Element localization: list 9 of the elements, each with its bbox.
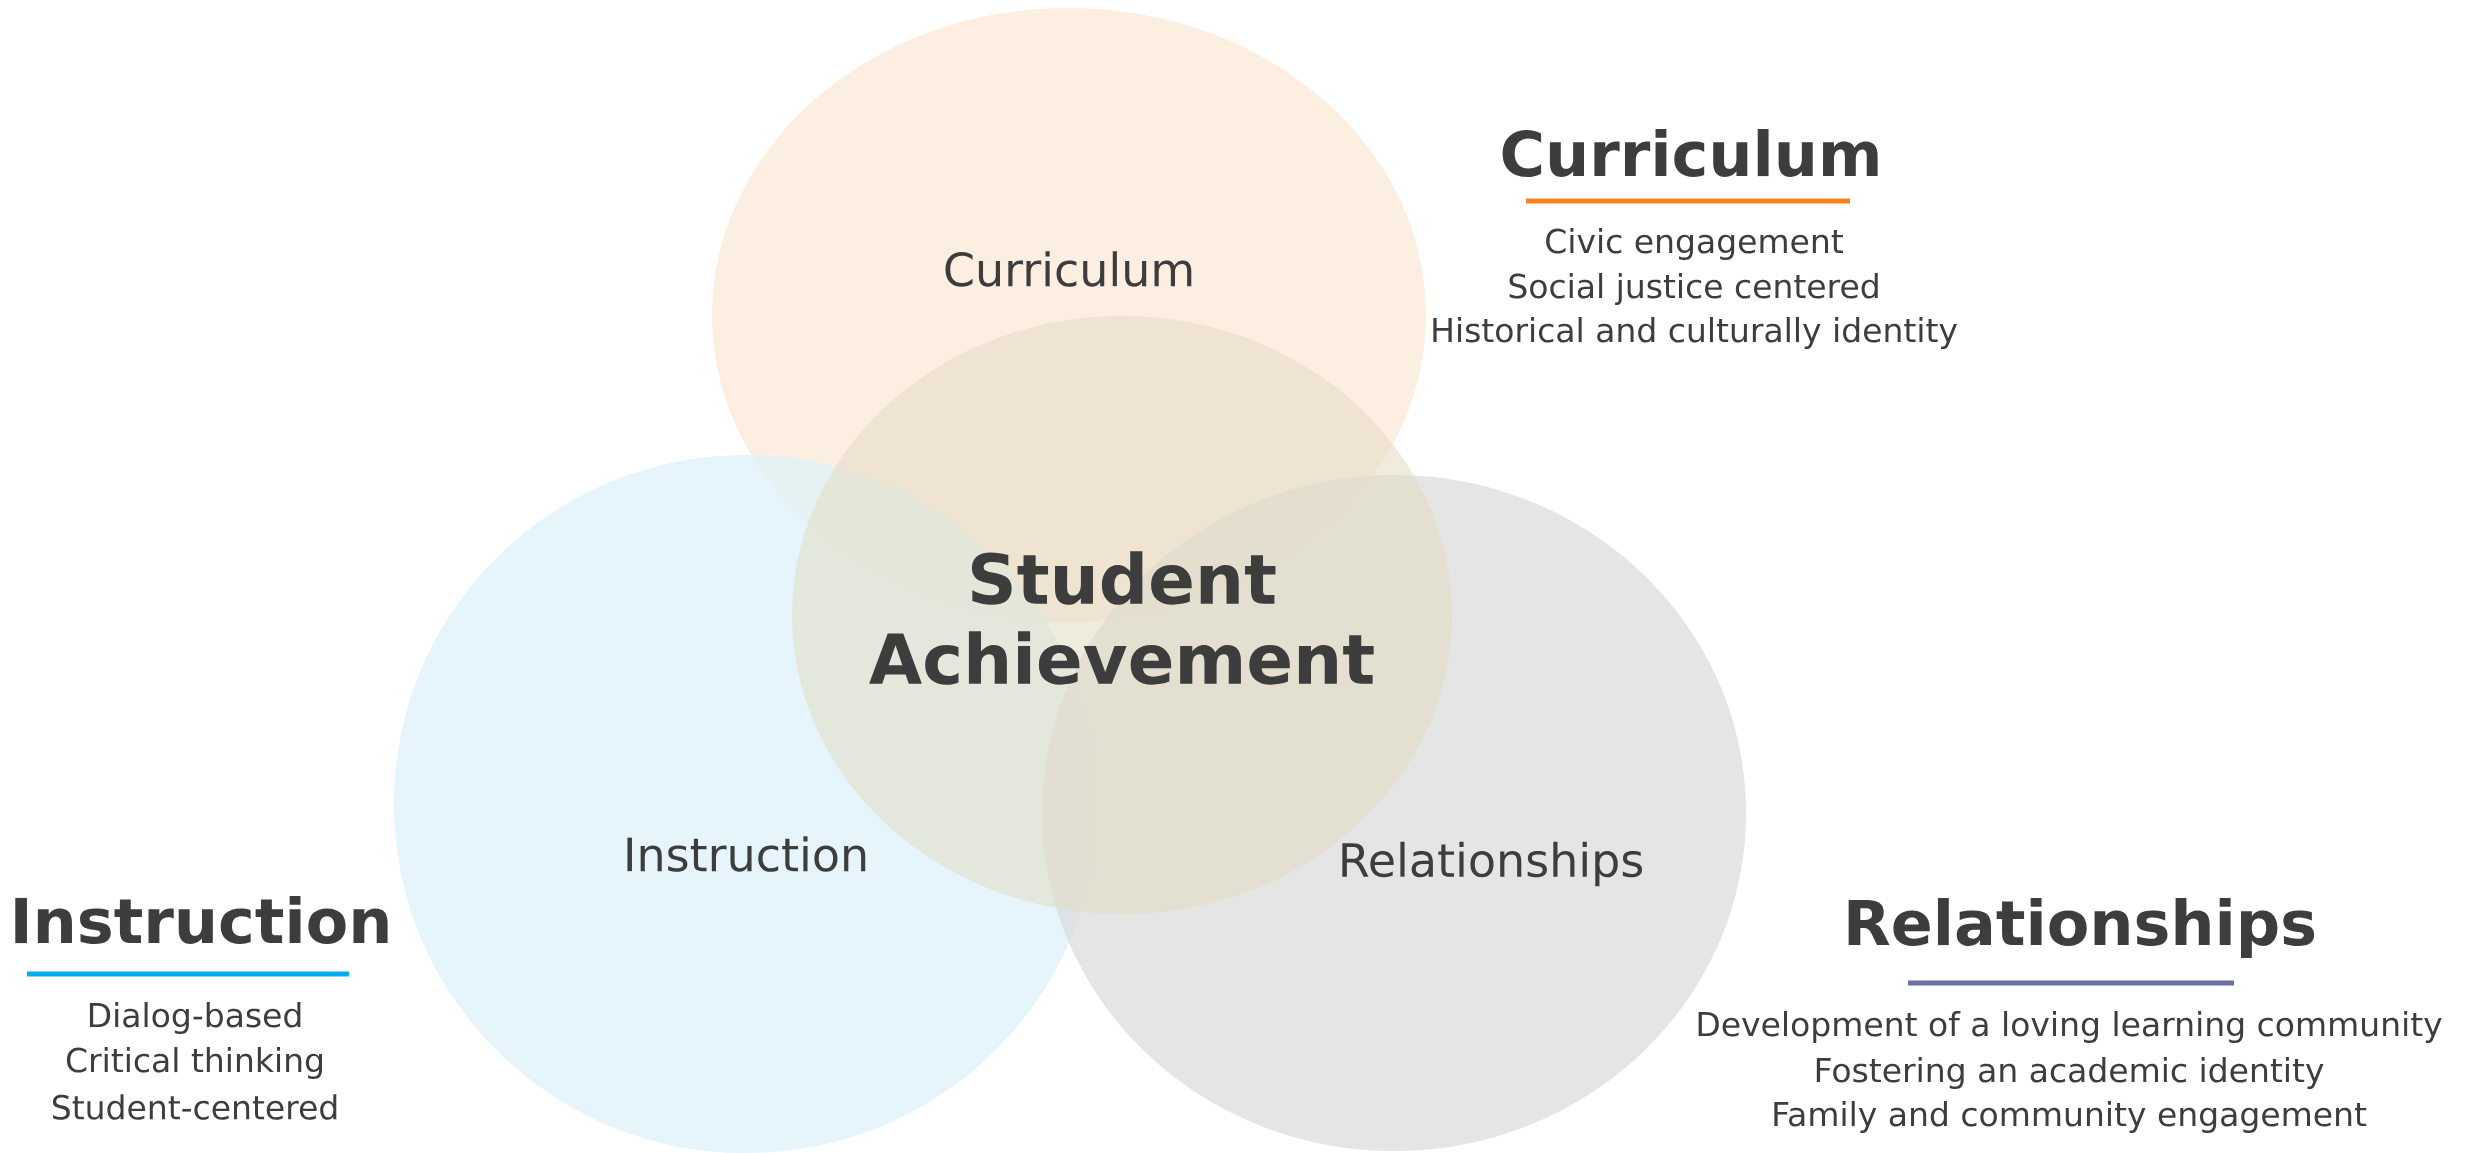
list-item: Civic engagement	[1546, 228, 1843, 260]
heading: Curriculum	[1502, 129, 1878, 177]
list-item: Dialog-based	[89, 1002, 301, 1034]
list-item: Social justice centered	[1509, 273, 1878, 305]
heading: Relationships	[1848, 898, 2315, 958]
list-item: Critical thinking	[66, 1047, 322, 1079]
list-item: Student-centered	[52, 1094, 337, 1120]
list-item: Historical and culturally identity	[1433, 317, 1957, 349]
list-item: Fostering an academic identity	[1816, 1057, 2324, 1089]
